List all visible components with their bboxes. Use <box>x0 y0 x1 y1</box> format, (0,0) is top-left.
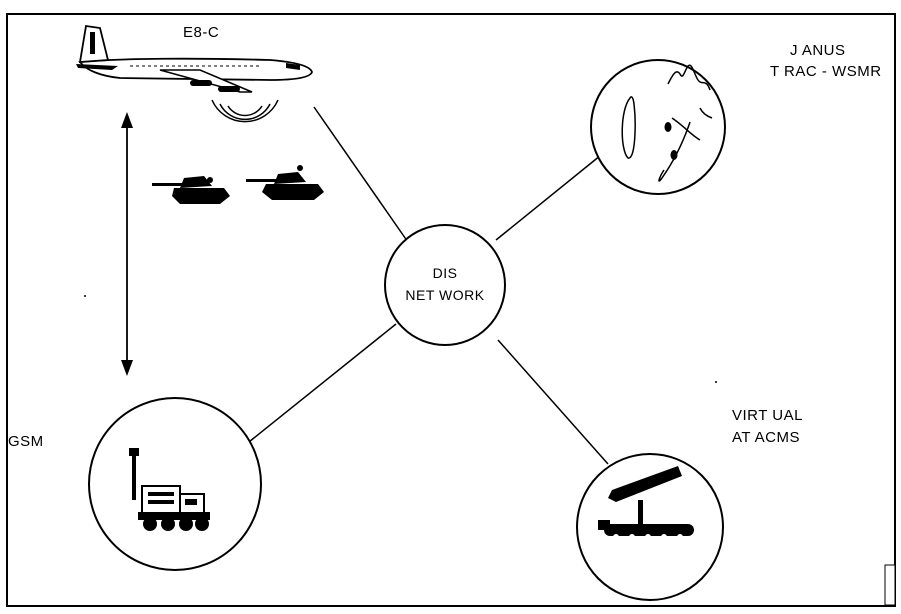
link-dis-e8c <box>313 106 411 246</box>
rocket-launcher-icon <box>598 466 694 540</box>
dis-network-node <box>384 224 506 346</box>
dis-label-line1: DIS <box>432 265 458 281</box>
aircraft-icon <box>76 24 313 93</box>
speck <box>84 295 86 297</box>
map-mark-2 <box>670 150 678 160</box>
link-dis-gsm <box>233 323 397 455</box>
page-border <box>6 13 896 607</box>
map-mark-1 <box>664 122 672 132</box>
dis-label-line2: NET WORK <box>405 287 485 303</box>
janus-label-line1: J ANUS <box>790 42 846 59</box>
gsm-node <box>88 397 262 571</box>
edge-mark <box>884 564 896 606</box>
tank-icon <box>246 165 324 200</box>
radar-signal-icon <box>211 99 279 123</box>
atacms-label-line1: VIRT UAL <box>732 407 803 424</box>
atacms-label-line2: AT ACMS <box>732 429 800 446</box>
janus-node <box>590 59 726 195</box>
speck <box>715 381 717 383</box>
gsm-label: GSM <box>8 433 44 450</box>
janus-label-line2: T RAC - WSMR <box>770 63 882 80</box>
link-dis-atacms <box>497 339 609 465</box>
link-dis-janus <box>495 150 607 241</box>
map-sketch-icon <box>621 64 713 182</box>
double-arrow <box>121 112 133 376</box>
truck-antenna-icon <box>129 448 210 531</box>
e8c-label: E8-C <box>183 24 220 41</box>
tank-icon <box>152 176 230 204</box>
